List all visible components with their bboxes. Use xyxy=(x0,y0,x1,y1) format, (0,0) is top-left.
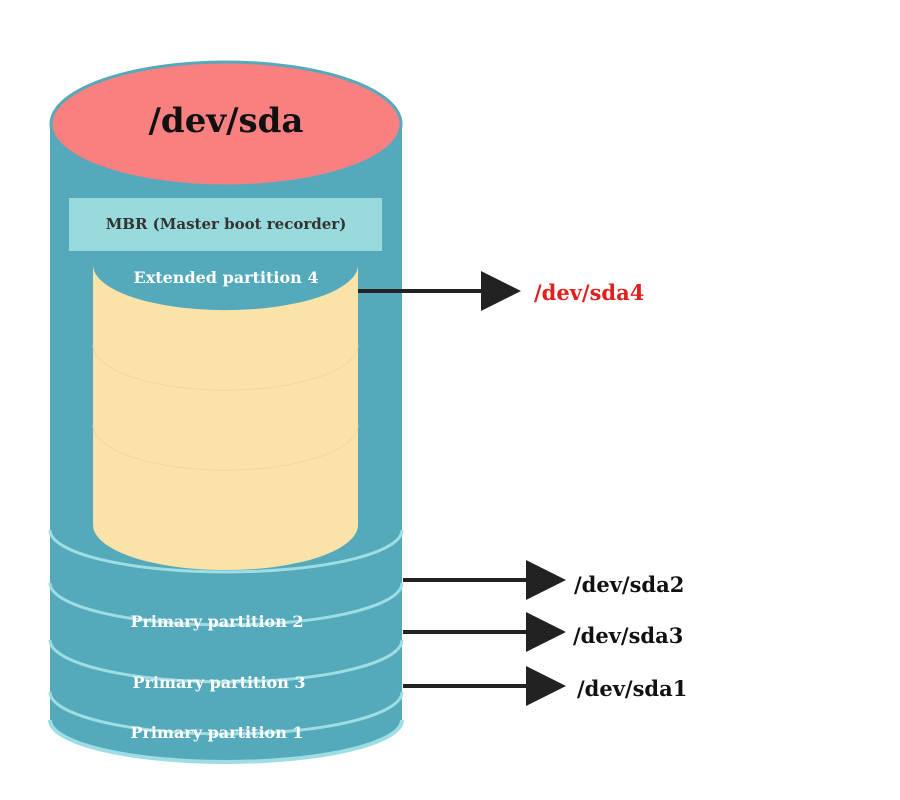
slice-rim-3 xyxy=(48,639,404,684)
mbr-box xyxy=(69,198,382,251)
device-sda3-label: /dev/sda3 xyxy=(573,623,683,648)
device-sda2-label: /dev/sda2 xyxy=(574,572,684,597)
mbr-label: MBR (Master boot recorder) xyxy=(106,215,347,233)
cylinder-bottom-rim xyxy=(48,719,404,764)
primary-partition-3-label: Primary partition 3 xyxy=(132,673,305,692)
extended-body xyxy=(93,265,358,571)
slice-rim-4 xyxy=(48,691,404,736)
slice-rim-1 xyxy=(48,529,404,574)
device-sda1-label: /dev/sda1 xyxy=(577,676,687,701)
primary-partition-1-label: Primary partition 1 xyxy=(130,723,303,742)
extended-partition: Extended partition 4 xyxy=(92,265,359,571)
device-sda4-label: /dev/sda4 xyxy=(534,280,644,305)
extended-inner-line-1 xyxy=(92,344,359,391)
disk-top-cap xyxy=(49,60,403,188)
extended-top-cap xyxy=(93,265,358,311)
disk-name-label: /dev/sda xyxy=(149,101,304,141)
extended-partition-label: Extended partition 4 xyxy=(134,268,319,287)
extended-inner-line-2 xyxy=(92,424,359,471)
primary-partition-2-label: Primary partition 2 xyxy=(130,612,303,631)
slice-rim-2 xyxy=(48,582,404,627)
